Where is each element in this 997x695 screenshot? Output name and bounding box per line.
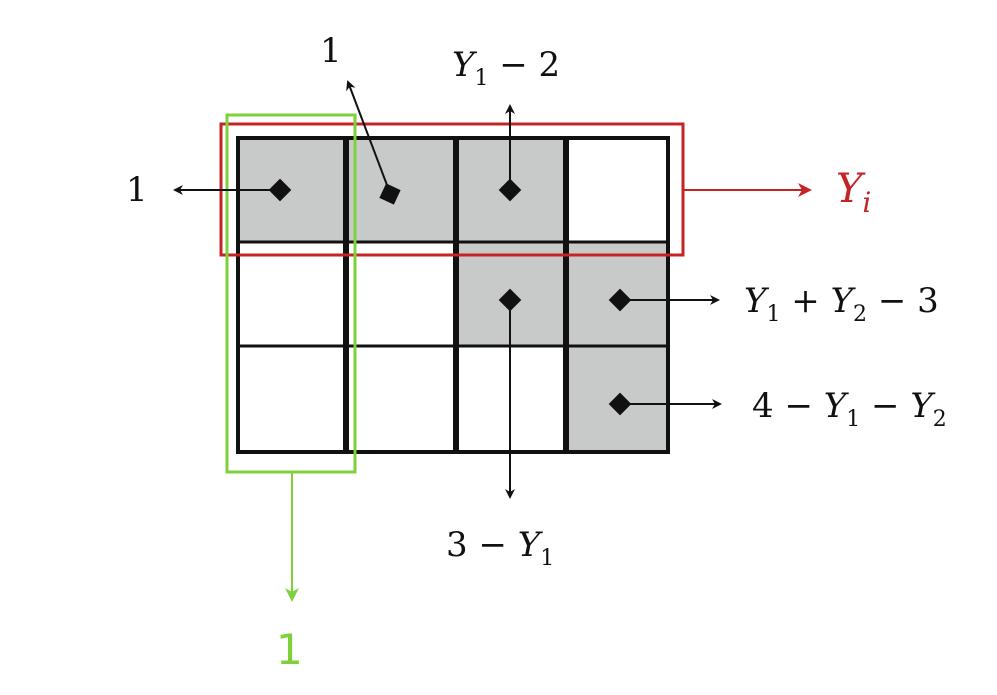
grid-lines bbox=[236, 136, 670, 454]
diamond-marker bbox=[379, 183, 401, 205]
diamond-marker bbox=[608, 288, 632, 312]
label-yi: Yi bbox=[836, 166, 871, 219]
diamond-marker bbox=[498, 288, 522, 312]
label-green-one: 1 bbox=[276, 625, 303, 674]
arrows bbox=[173, 80, 812, 602]
label-4-minus-y1-minus-y2: 4 − Y1 − Y2 bbox=[752, 386, 947, 432]
label-top-one: 1 bbox=[320, 31, 342, 71]
arrow-up-left bbox=[346, 80, 391, 194]
cell-r0-c1 bbox=[346, 138, 456, 242]
label-left-one: 1 bbox=[126, 170, 148, 210]
diamond-marker bbox=[608, 392, 632, 416]
label-y1-plus-y2-minus-3: Y1 + Y2 − 3 bbox=[744, 281, 939, 327]
label-3-minus-y1: 3 − Y1 bbox=[446, 525, 554, 571]
label-y1-minus-2: Y1 − 2 bbox=[452, 45, 560, 91]
